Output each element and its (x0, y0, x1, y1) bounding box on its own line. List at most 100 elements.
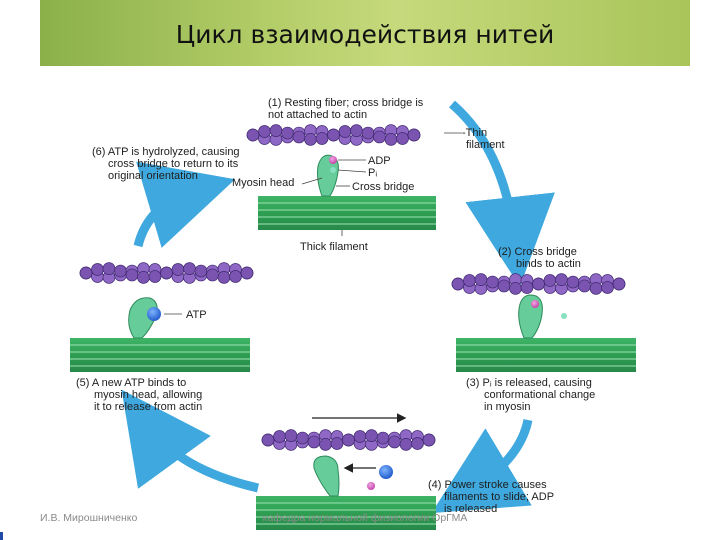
actin-monomer (315, 132, 329, 145)
adp-molecule (329, 156, 337, 164)
actin-monomer (612, 277, 626, 291)
actin-monomer (327, 128, 340, 142)
actin-monomer (79, 266, 93, 280)
myosin-head (317, 154, 339, 197)
actin-monomer (384, 133, 398, 146)
actin-monomer (520, 281, 534, 294)
actin-monomer (183, 262, 196, 275)
adp-molecule (531, 300, 539, 308)
actin-monomer (246, 128, 260, 142)
atp-molecule (379, 465, 393, 479)
myosin-head (128, 297, 158, 339)
actin-monomer (114, 264, 127, 278)
actin-monomer (407, 128, 421, 142)
actin-monomer (365, 429, 378, 442)
stage-1-resting-fiber (246, 124, 436, 230)
actin-monomer (422, 433, 436, 447)
stage-5-new-atp-binds (70, 262, 254, 372)
actin-monomer (284, 429, 298, 442)
actin-monomer (229, 270, 242, 283)
actin-monomer (125, 268, 139, 282)
department-footer: кафедра нормальной физиологии ОрГМА (262, 512, 468, 524)
actin-monomer (532, 277, 545, 291)
actin-monomer (353, 430, 367, 443)
author-footer: И.В. Мирошниченко (40, 512, 138, 524)
adp-label: ADP (368, 155, 391, 167)
thin-filament-actin (79, 262, 254, 284)
atp-molecule (147, 307, 161, 321)
actin-monomer (296, 431, 309, 445)
actin-monomer (171, 263, 185, 276)
actin-monomer (304, 133, 317, 146)
actin-monomer (543, 274, 557, 287)
title-banner: Цикл взаимодействия нитей (40, 0, 690, 66)
actin-monomer (589, 282, 603, 295)
actin-monomer (399, 438, 413, 451)
actin-monomer (281, 126, 294, 140)
thick-filament-stripes (256, 502, 436, 525)
actin-monomer (451, 277, 465, 291)
actin-monomer (269, 124, 283, 137)
actin-monomer (330, 437, 344, 450)
thick-filament (258, 196, 436, 230)
actin-monomer (91, 263, 104, 276)
actin-monomer (411, 437, 424, 450)
thick-filament-stripes (456, 344, 636, 367)
actin-monomer (361, 126, 375, 140)
page-title: Цикл взаимодействия нитей (175, 20, 555, 49)
actin-monomer (474, 273, 488, 286)
stage-2-binds-to-actin (451, 273, 636, 372)
actin-monomer (102, 262, 116, 275)
actin-monomer (497, 279, 511, 293)
actin-monomer (258, 125, 271, 138)
actin-monomer (160, 266, 173, 280)
thick-filament-label: Thick filament (300, 241, 368, 253)
thick-filament (70, 338, 250, 372)
actin-monomer (376, 431, 390, 445)
actin-monomer (261, 433, 275, 447)
actin-monomer (601, 281, 614, 294)
thin-filament-actin (246, 124, 421, 146)
pi-molecule (561, 313, 567, 319)
actin-monomer (292, 130, 306, 144)
cycle-arrow-3-4 (431, 418, 533, 514)
actin-monomer (555, 273, 568, 286)
thick-filament (456, 338, 636, 372)
actin-monomer (373, 130, 386, 144)
adp-molecule (367, 482, 375, 490)
thick-filament-stripes (258, 202, 436, 225)
actin-monomer (194, 264, 208, 278)
pi-label: Pᵢ (368, 167, 377, 179)
myosin-head (518, 294, 543, 339)
stage-1-leader-lines (301, 132, 462, 236)
cycle-arrow-4-5 (121, 389, 260, 493)
cycle-arrow-1-2 (449, 100, 555, 287)
actin-monomer (273, 430, 286, 443)
actin-monomer (307, 435, 321, 449)
actin-monomer (578, 279, 591, 293)
actin-monomer (396, 132, 409, 145)
slide-corner-mark (0, 532, 3, 540)
actin-monomer (388, 435, 401, 449)
actin-monomer (240, 266, 254, 280)
myosin-head (313, 455, 340, 497)
thin-filament-actin (261, 429, 436, 451)
cycle-arrow-5-6 (133, 161, 236, 248)
pi-molecule (330, 167, 336, 173)
thin-filament-actin (451, 273, 626, 295)
thick-filament-stripes (70, 344, 250, 367)
actin-monomer (566, 275, 580, 289)
actin-monomer (148, 270, 162, 283)
actin-monomer (206, 268, 219, 282)
cross-bridge-label: Cross bridge (352, 181, 414, 193)
actin-monomer (463, 274, 476, 287)
stage-4-power-stroke (256, 413, 436, 530)
actin-monomer (509, 282, 522, 295)
